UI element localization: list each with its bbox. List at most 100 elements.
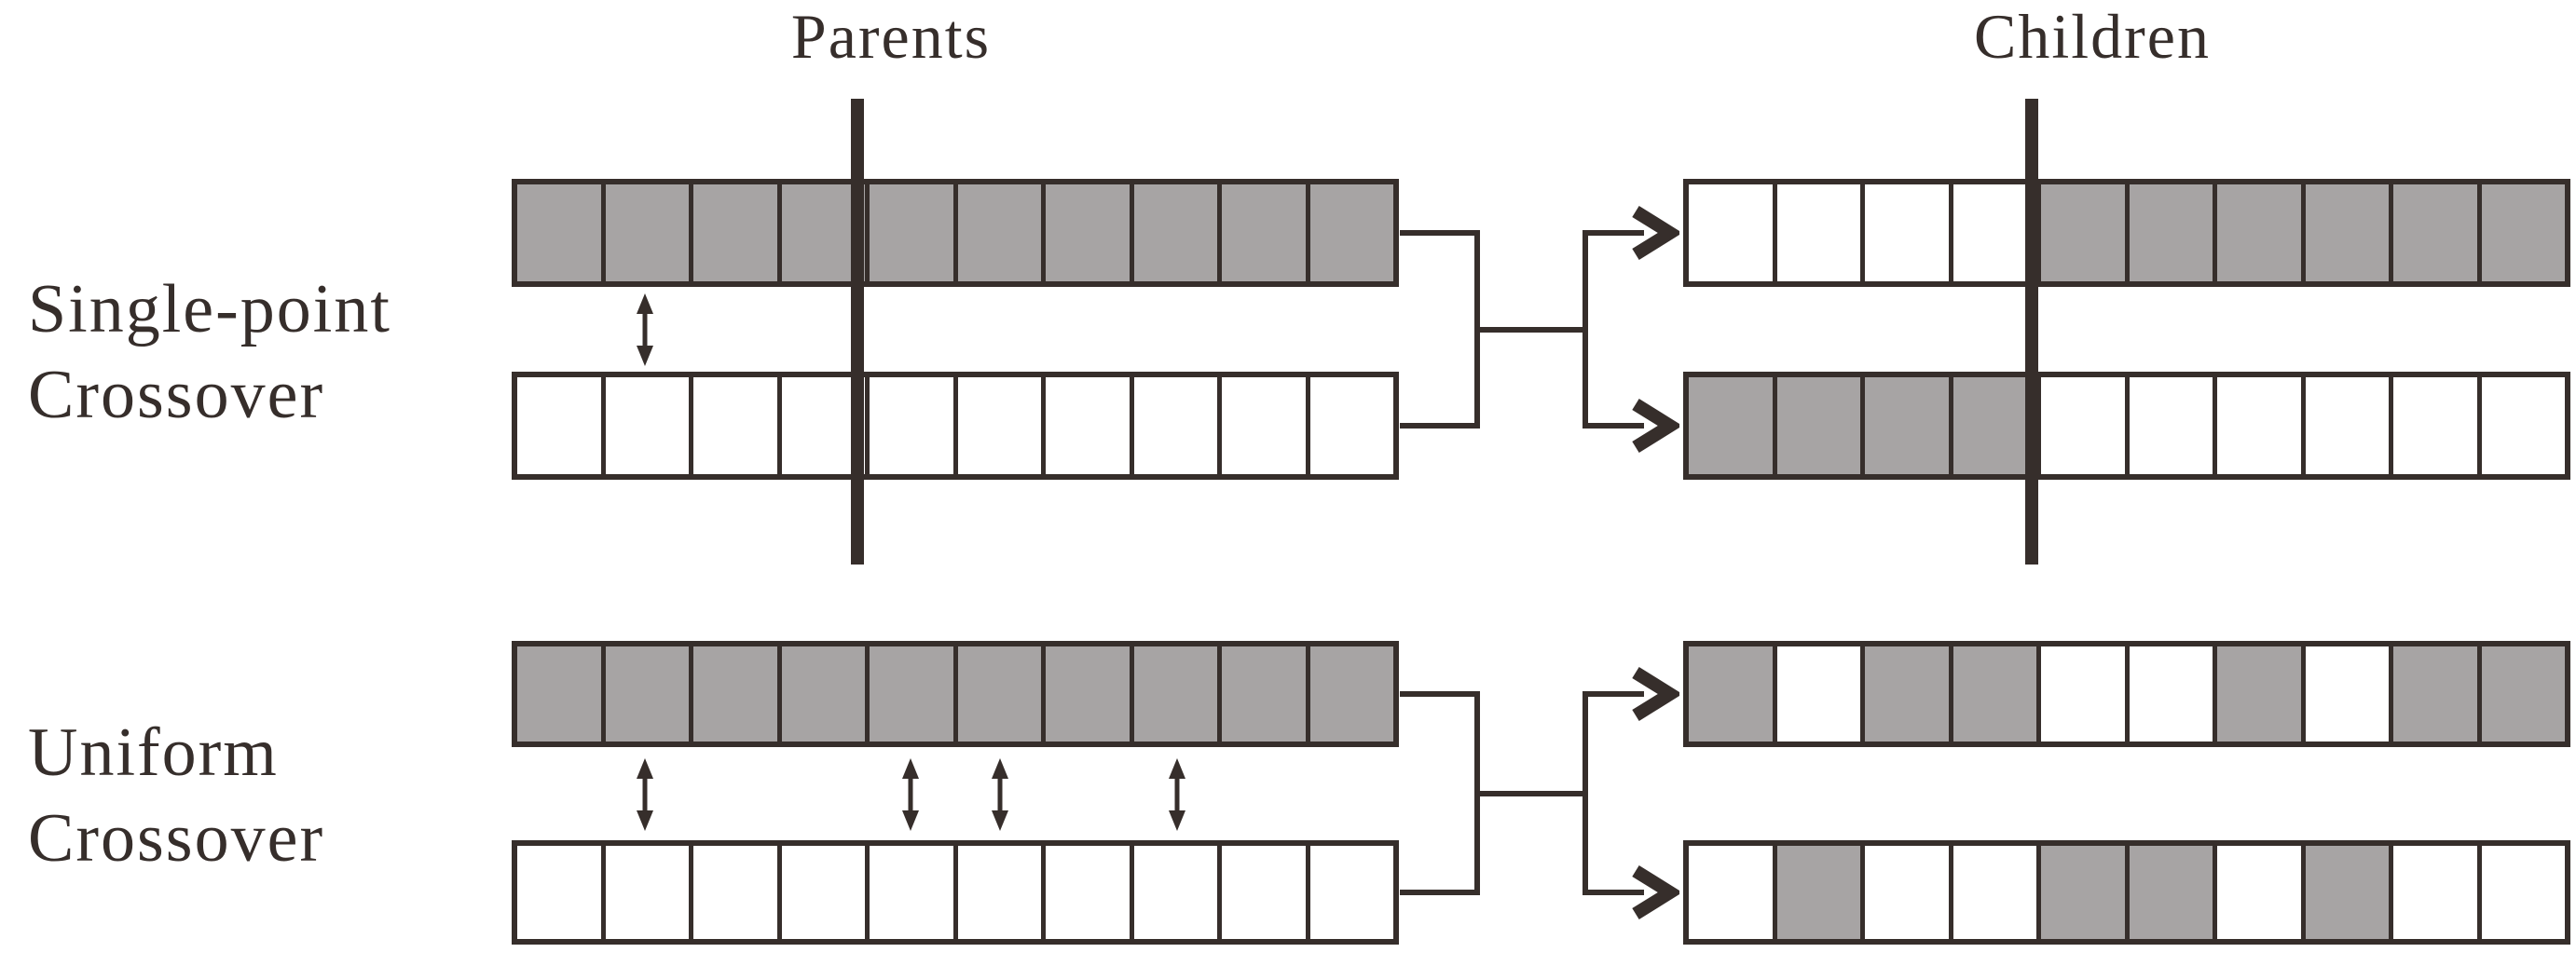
gene-cell-gray — [1948, 377, 2036, 474]
gene-cell-white — [1948, 846, 2036, 939]
gene-cell-gray — [2213, 646, 2301, 742]
gene-cell-gray — [1041, 184, 1130, 281]
gene-cell-white — [1860, 846, 1949, 939]
gene-cell-gray — [1860, 646, 1949, 742]
section-label-line-2: Crossover — [28, 800, 325, 877]
gene-cell-gray — [2389, 184, 2477, 281]
section-label-uniform: Uniform Crossover — [28, 710, 324, 881]
section-label-line-1: Uniform — [28, 714, 279, 791]
gene-cell-gray — [1772, 377, 1860, 474]
bracket-1-parent2-stub — [1400, 890, 1480, 895]
section-label-single-point: Single-point Crossover — [28, 266, 391, 438]
gene-cell-white — [2036, 646, 2125, 742]
gene-cell-gray — [1217, 184, 1306, 281]
gene-cell-white — [1129, 846, 1217, 939]
gene-cell-gray — [1041, 646, 1130, 742]
gene-cell-gray — [2476, 184, 2565, 281]
gene-cell-gray — [2300, 846, 2389, 939]
gene-cell-gray — [2036, 184, 2125, 281]
gene-cell-white — [1689, 846, 1773, 939]
parents-heading: Parents — [790, 1, 992, 72]
gene-cell-gray — [1129, 646, 1217, 742]
gene-cell-gray — [865, 646, 953, 742]
crossover-point-line-children — [2025, 99, 2038, 565]
gene-cell-white — [2213, 846, 2301, 939]
uniform-parent-1-chromosome — [512, 641, 1399, 747]
gene-cell-gray — [517, 184, 601, 281]
gene-cell-white — [2213, 377, 2301, 474]
bracket-0-child1-arm — [1586, 230, 1644, 236]
gene-cell-white — [2389, 846, 2477, 939]
gene-cell-white — [2476, 846, 2565, 939]
gene-cell-white — [952, 846, 1041, 939]
single-point-parent-2-chromosome — [512, 372, 1399, 480]
arrow-right-icon — [1632, 865, 1679, 919]
gene-cell-white — [1772, 184, 1860, 281]
bracket-0-middle-link — [1474, 327, 1588, 333]
gene-cell-white — [1772, 646, 1860, 742]
gene-cell-gray — [2300, 184, 2389, 281]
bracket-0-right-vertical — [1583, 230, 1588, 429]
gene-cell-gray — [689, 646, 777, 742]
gene-cell-white — [600, 377, 689, 474]
gene-cell-white — [689, 377, 777, 474]
gene-cell-white — [1305, 846, 1393, 939]
gene-cell-gray — [689, 184, 777, 281]
gene-cell-gray — [1860, 377, 1949, 474]
bracket-0-child2-arm — [1586, 423, 1644, 429]
bracket-1-middle-link — [1474, 791, 1588, 796]
gene-cell-gray — [1689, 646, 1773, 742]
gene-cell-gray — [2124, 184, 2213, 281]
swap-double-arrow-icon — [636, 293, 653, 366]
swap-double-arrow-icon — [991, 758, 1008, 831]
uniform-child-1-chromosome — [1683, 641, 2570, 747]
gene-cell-white — [2300, 377, 2389, 474]
bracket-1-right-vertical — [1583, 691, 1588, 895]
swap-double-arrow-icon — [1169, 758, 1185, 831]
uniform-parent-2-chromosome — [512, 840, 1399, 945]
gene-cell-white — [2124, 377, 2213, 474]
gene-cell-white — [865, 846, 953, 939]
single-point-child-1-chromosome — [1683, 179, 2570, 287]
gene-cell-white — [689, 846, 777, 939]
gene-cell-white — [1129, 377, 1217, 474]
gene-cell-gray — [600, 646, 689, 742]
uniform-child-2-chromosome — [1683, 840, 2570, 945]
gene-cell-gray — [2036, 846, 2125, 939]
gene-cell-white — [776, 377, 865, 474]
gene-cell-white — [952, 377, 1041, 474]
arrow-right-icon — [1632, 667, 1679, 721]
arrow-right-icon — [1632, 399, 1679, 453]
gene-cell-white — [1217, 377, 1306, 474]
children-heading: Children — [1974, 1, 2211, 72]
bracket-0-parent2-stub — [1400, 423, 1480, 429]
crossover-point-line-parents — [851, 99, 864, 565]
gene-cell-white — [517, 377, 601, 474]
gene-cell-gray — [600, 184, 689, 281]
bracket-1-child1-arm — [1586, 691, 1644, 697]
gene-cell-gray — [1772, 846, 1860, 939]
gene-cell-gray — [776, 646, 865, 742]
bracket-0-parent1-stub — [1400, 230, 1480, 236]
gene-cell-white — [1948, 184, 2036, 281]
gene-cell-gray — [1305, 184, 1393, 281]
gene-cell-gray — [865, 184, 953, 281]
swap-double-arrow-icon — [636, 758, 653, 831]
gene-cell-gray — [2213, 184, 2301, 281]
gene-cell-gray — [1689, 377, 1773, 474]
gene-cell-white — [2389, 377, 2477, 474]
gene-cell-white — [2476, 377, 2565, 474]
section-label-line-2: Crossover — [28, 357, 325, 433]
section-label-line-1: Single-point — [28, 271, 391, 347]
gene-cell-gray — [2124, 846, 2213, 939]
gene-cell-gray — [1948, 646, 2036, 742]
gene-cell-white — [1689, 184, 1773, 281]
swap-double-arrow-icon — [902, 758, 920, 831]
gene-cell-white — [1305, 377, 1393, 474]
gene-cell-white — [1041, 377, 1130, 474]
gene-cell-white — [517, 846, 601, 939]
gene-cell-gray — [952, 184, 1041, 281]
bracket-1-child2-arm — [1586, 890, 1644, 895]
arrow-right-icon — [1632, 206, 1679, 260]
